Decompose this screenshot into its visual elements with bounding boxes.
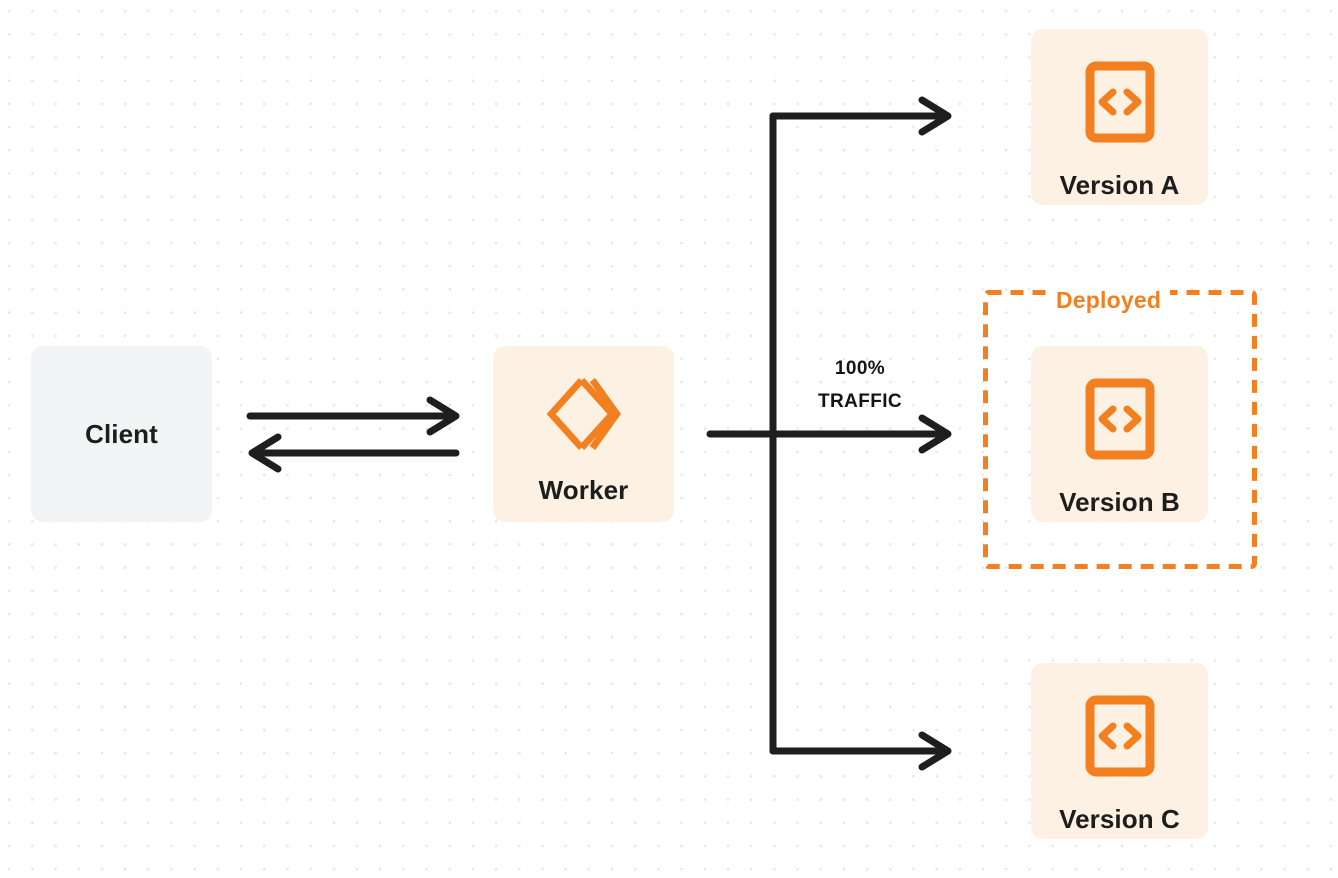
code-document-icon bbox=[1085, 695, 1155, 782]
arrow-to-version-b bbox=[918, 414, 952, 454]
code-document-icon bbox=[1085, 61, 1155, 148]
node-worker[interactable]: Worker bbox=[493, 346, 674, 522]
arrow-to-version-a bbox=[769, 96, 952, 136]
version-a-label: Version A bbox=[1059, 170, 1180, 200]
code-document-icon bbox=[1085, 378, 1155, 465]
deployed-badge: Deployed bbox=[1047, 286, 1171, 314]
arrow-worker-to-client bbox=[248, 433, 460, 473]
traffic-word: TRAFFIC bbox=[817, 391, 903, 412]
node-client[interactable]: Client bbox=[31, 346, 212, 522]
node-version-c[interactable]: Version C bbox=[1031, 663, 1208, 839]
client-label: Client bbox=[85, 419, 158, 449]
cloudflare-workers-logo-icon bbox=[544, 374, 624, 459]
arrow-client-to-worker bbox=[246, 396, 460, 436]
arrow-to-version-c bbox=[769, 731, 952, 771]
traffic-percent: 100% bbox=[834, 358, 886, 379]
traffic-trunk bbox=[706, 112, 945, 755]
node-version-a[interactable]: Version A bbox=[1031, 29, 1208, 205]
worker-label: Worker bbox=[538, 475, 629, 505]
node-version-b[interactable]: Version B bbox=[1031, 346, 1208, 522]
version-c-label: Version C bbox=[1059, 804, 1180, 834]
version-b-label: Version B bbox=[1059, 487, 1180, 517]
traffic-label: 100% TRAFFIC bbox=[790, 352, 930, 418]
